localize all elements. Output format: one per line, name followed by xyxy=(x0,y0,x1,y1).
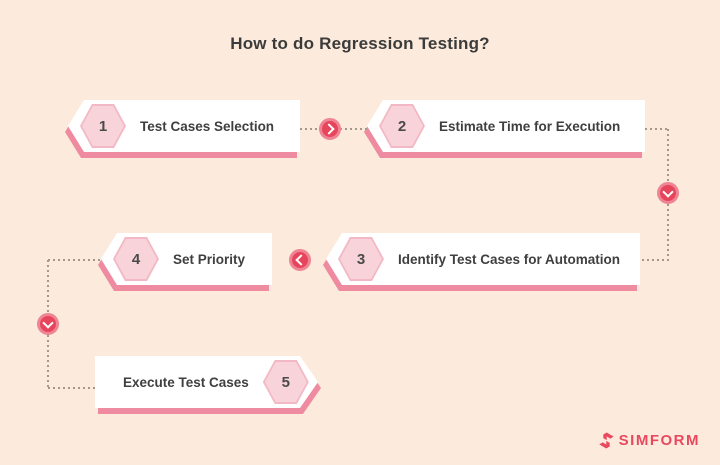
step-5-plate: Execute Test Cases 5 xyxy=(95,356,318,408)
connector-line-corner-5 xyxy=(48,387,96,389)
chevron-left-icon xyxy=(289,249,311,271)
step-3-banner: 3 Identify Test Cases for Automation xyxy=(323,233,640,291)
step-4-label: Set Priority xyxy=(173,251,246,267)
step-2-banner: 2 Estimate Time for Execution xyxy=(364,100,645,158)
step-2-number-hexagon: 2 xyxy=(379,104,425,148)
step-2-label: Estimate Time for Execution xyxy=(439,118,621,134)
step-1-plate: 1 Test Cases Selection xyxy=(68,100,300,152)
step-1-number-hexagon: 1 xyxy=(80,104,126,148)
page-title: How to do Regression Testing? xyxy=(230,34,490,53)
step-3-plate: 3 Identify Test Cases for Automation xyxy=(326,233,640,285)
step-1-banner: 1 Test Cases Selection xyxy=(65,100,300,158)
step-3-number-hexagon: 3 xyxy=(338,237,384,281)
step-4-number-hexagon: 4 xyxy=(113,237,159,281)
step-2-plate: 2 Estimate Time for Execution xyxy=(367,100,645,152)
step-4-banner: 4 Set Priority xyxy=(98,233,272,291)
simform-logo-text: SIMFORM xyxy=(618,432,700,449)
step-number: 2 xyxy=(381,106,423,146)
connector-line-4-corner xyxy=(48,259,102,261)
step-1-label: Test Cases Selection xyxy=(140,118,275,134)
step-3-label: Identify Test Cases for Automation xyxy=(398,251,621,267)
step-4-plate: 4 Set Priority xyxy=(101,233,272,285)
step-number: 4 xyxy=(115,239,157,279)
connector-line-2-corner xyxy=(645,128,669,130)
step-number: 1 xyxy=(82,106,124,146)
chevron-down-icon xyxy=(37,313,59,335)
step-number: 3 xyxy=(340,239,382,279)
simform-logo: SIMFORM xyxy=(598,432,700,449)
step-5-number-hexagon: 5 xyxy=(263,360,309,404)
chevron-down-icon xyxy=(657,182,679,204)
connector-line-corner-3 xyxy=(642,259,669,261)
step-5-banner: Execute Test Cases 5 xyxy=(95,356,318,408)
step-5-label: Execute Test Cases xyxy=(123,374,249,390)
chevron-right-icon xyxy=(319,118,341,140)
simform-logo-mark-icon xyxy=(598,432,615,449)
step-number: 5 xyxy=(265,362,307,402)
